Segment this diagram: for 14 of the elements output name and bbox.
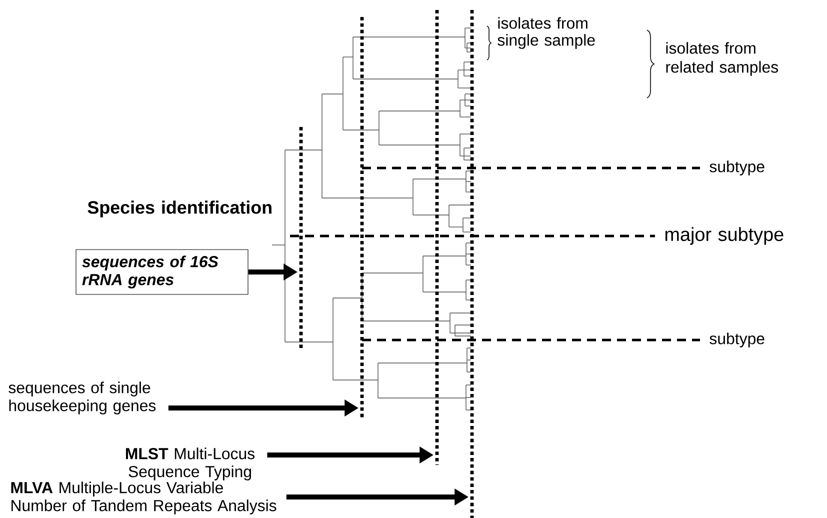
dotted-line [470, 10, 474, 518]
dotted-line [435, 10, 439, 465]
annotation-label: subtype [710, 332, 764, 348]
annotation-label: isolates from related samples [666, 42, 778, 76]
method-box: sequences of 16S rRNA genes [76, 249, 248, 295]
annotation-label: isolates from single sample [498, 17, 595, 49]
method-label: MLST Multi-Locus Sequence Typing [126, 448, 254, 480]
method-label: MLVA Multiple-Locus Variable Number of Tandem Repeats Analysis [11, 482, 276, 514]
heading: Species identification [88, 200, 272, 218]
dotted-line [299, 127, 303, 349]
method-label: sequences of single housekeeping genes [8, 382, 156, 414]
annotation-label: major subtype [665, 227, 784, 245]
dotted-line [360, 17, 364, 418]
annotation-label: subtype [710, 160, 764, 176]
